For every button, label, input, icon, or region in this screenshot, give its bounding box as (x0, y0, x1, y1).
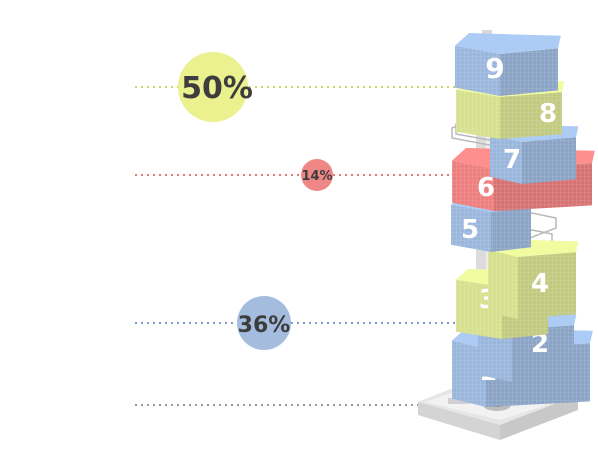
floor-right-facade (500, 48, 558, 96)
floor-left-facade (456, 89, 500, 139)
floor-block-9: 9 (455, 33, 561, 96)
bubble-circle (237, 296, 291, 350)
floor-left-facade (488, 249, 518, 319)
floor-number: 7 (503, 145, 521, 175)
floor-left-facade (451, 204, 491, 252)
bubble-label: 36% (238, 313, 291, 338)
floor-top-face (455, 33, 561, 54)
floors: 123456789 (451, 33, 595, 407)
floor-right-facade (491, 207, 531, 252)
floor-left-facade (455, 45, 500, 96)
percentage-bubble-14: 14% (301, 159, 333, 191)
floor-block-4: 4 (488, 239, 579, 319)
floor-right-facade (518, 252, 576, 319)
floor-block-2: 2 (478, 312, 577, 382)
floor-number: 4 (531, 269, 549, 299)
percentage-bubble-50: 50% (178, 52, 253, 122)
floor-left-facade (452, 160, 494, 211)
bubble-label: 14% (301, 169, 332, 184)
leader-lines (135, 86, 470, 406)
percentage-bubble-36: 36% (237, 296, 291, 350)
floor-right-facade (522, 137, 576, 184)
floor-number: 9 (485, 52, 504, 85)
floor-number: 8 (539, 99, 557, 129)
floor-left-facade (490, 134, 522, 184)
floor-block-7: 7 (490, 124, 579, 184)
bubble-label: 50% (181, 71, 253, 106)
floor-left-facade (452, 340, 486, 407)
floor-number: 5 (461, 215, 479, 245)
bubble-circle (301, 159, 333, 191)
floor-number: 6 (477, 173, 495, 203)
bubble-circle (178, 52, 248, 122)
floor-right-facade (500, 92, 562, 139)
floor-number: 2 (531, 329, 549, 359)
floor-right-facade (512, 325, 574, 382)
